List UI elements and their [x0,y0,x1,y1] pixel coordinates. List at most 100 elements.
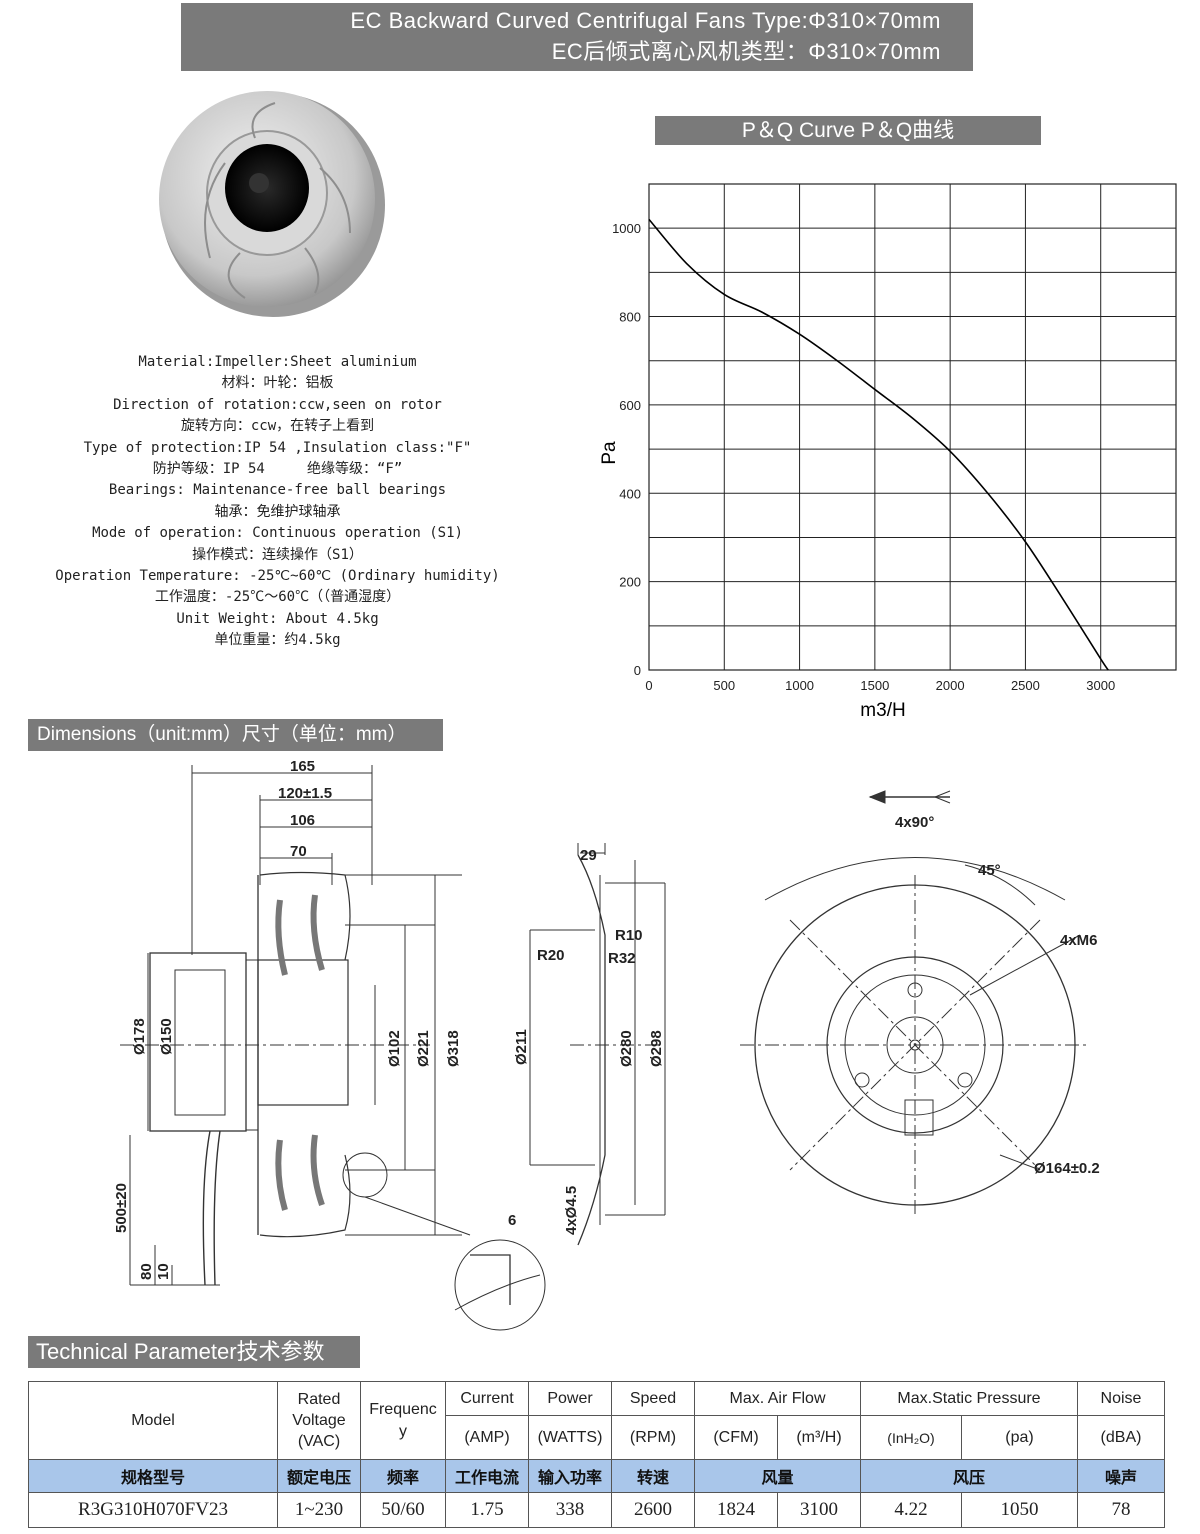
value-voltage: 1~230 [277,1492,361,1528]
value-m3h: 3100 [777,1492,861,1528]
spec-line: Material:Impeller:Sheet aluminium [138,354,417,370]
y-axis-label: Pa [599,441,620,465]
table-chinese-header-row: 规格型号 额定电压 频率 工作电流 输入功率 转速 风量 风压 噪声 [28,1459,1165,1493]
dim-label-106: 106 [290,812,315,829]
dim-label-4xm6: 4xM6 [1060,932,1098,949]
x-tick-label: 2000 [936,678,965,693]
table-header-row: Model Rated Voltage (VAC) Frequenc y Cur… [28,1381,1165,1460]
dim-label-165: 165 [290,758,315,775]
dim-label-120: 120±1.5 [278,785,332,802]
dim-label-280: Ø280 [618,1030,635,1067]
x-tick-label: 2500 [1011,678,1040,693]
unit-power: (WATTS) [528,1415,612,1460]
cn-voltage: 额定电压 [277,1459,361,1493]
dim-label-70: 70 [290,843,307,860]
pq-curve-title-bar: P＆Q Curve P＆Q曲线 [655,116,1041,145]
header-power: Power [528,1381,612,1416]
dim-label-318: Ø318 [445,1030,462,1067]
y-tick-label: 600 [619,398,641,413]
cn-frequency: 频率 [360,1459,446,1493]
dim-label-10: 10 [155,1263,172,1280]
cn-power: 输入功率 [528,1459,612,1493]
spec-line: Direction of rotation:ccw,seen on rotor [113,396,442,413]
pq-curve-line [648,218,1109,671]
y-tick-label: 800 [619,310,641,325]
chart-grid [648,183,1177,671]
unit-m3h: (m³/H) [777,1415,861,1460]
unit-current: (AMP) [445,1415,529,1460]
profile-view-drawing [529,843,666,1246]
technical-parameter-table: Model Rated Voltage (VAC) Frequenc y Cur… [28,1381,1165,1528]
spec-line: 操作模式：连续操作（S1） [192,546,363,563]
cn-speed: 转速 [611,1459,695,1493]
dim-label-r10: R10 [615,927,643,944]
value-power: 338 [528,1492,612,1528]
header-speed: Speed [611,1381,695,1416]
spec-line: 轴承：免维护球轴承 [214,503,341,520]
dim-label-221: Ø221 [415,1030,432,1067]
unit-cfm: (CFM) [694,1415,778,1460]
cn-pressure: 风压 [860,1459,1078,1493]
dim-label-45: 45° [978,862,1001,879]
specification-list: Material:Impeller:Sheet aluminium 材料：叶轮：… [30,352,525,652]
x-axis-label: m3/H [860,700,905,721]
dim-label-4x90: 4x90° [895,814,934,831]
technical-parameter-title: Technical Parameter技术参数 [36,1339,325,1364]
cn-airflow: 风量 [694,1459,861,1493]
value-pa: 1050 [961,1492,1078,1528]
dimensions-title-bar: Dimensions（unit:mm）尺寸（单位：mm） [28,719,443,751]
dim-label-211: Ø211 [513,1029,530,1065]
value-cfm: 1824 [694,1492,778,1528]
dim-label-6: 6 [508,1212,516,1229]
spec-line: Bearings: Maintenance-free ball bearings [108,482,447,499]
header-pressure: Max.Static Pressure [860,1381,1078,1416]
cn-noise: 噪声 [1077,1459,1165,1493]
dim-label-102: Ø102 [386,1030,403,1067]
title-banner: EC Backward Curved Centrifugal Fans Type… [181,3,973,71]
front-view-drawing [740,790,1090,1215]
x-tick-label: 1500 [860,678,889,693]
unit-inh2o: (InH₂O) [860,1415,962,1460]
unit-pa: (pa) [961,1415,1078,1460]
side-view-drawing [120,765,546,1331]
cn-current: 工作电流 [445,1459,529,1493]
table-row: R3G310H070FV23 1~230 50/60 1.75 338 2600… [28,1492,1165,1528]
x-tick-label: 0 [645,678,652,693]
plot-frame [648,183,1177,671]
spec-line: 工作温度：-25℃～60℃（（普通湿度） [154,589,401,606]
dim-label-29: 29 [580,847,597,864]
header-frequency: Frequenc y [360,1381,446,1460]
value-model: R3G310H070FV23 [28,1492,278,1528]
dim-label-500: 500±20 [113,1183,130,1233]
dim-label-r32: R32 [608,950,636,967]
header-voltage: Rated Voltage (VAC) [277,1381,361,1460]
dim-label-164: Ø164±0.2 [1034,1160,1100,1177]
spec-line: 单位重量：约4.5kg [214,632,341,649]
dimensions-title: Dimensions（unit:mm）尺寸（单位：mm） [37,724,407,745]
y-tick-label: 200 [619,575,641,590]
pq-curve-title: P＆Q Curve P＆Q曲线 [741,119,955,142]
value-speed: 2600 [611,1492,695,1528]
spec-line: Unit Weight: About 4.5kg [176,610,379,627]
cn-model: 规格型号 [28,1459,278,1493]
title-chinese: EC后倾式离心风机类型：Φ310×70mm [551,39,941,64]
x-tick-label: 3000 [1086,678,1115,693]
dim-label-178: Ø178 [131,1018,148,1055]
dim-label-80: 80 [138,1263,155,1280]
fan-image [159,91,385,317]
header-noise: Noise [1077,1381,1165,1416]
header-current: Current [445,1381,529,1416]
unit-speed: (RPM) [611,1415,695,1460]
technical-parameter-title-bar: Technical Parameter技术参数 [28,1336,360,1368]
title-english: EC Backward Curved Centrifugal Fans Type… [350,8,941,33]
y-tick-label: 400 [619,486,641,501]
spec-line: 旋转方向：ccw，在转子上看到 [180,418,375,435]
spec-line: 防护等级：IP 54 绝缘等级：“F” [152,461,403,478]
dim-label-150: Ø150 [158,1018,175,1055]
value-frequency: 50/60 [360,1492,446,1528]
x-tick-label: 500 [713,678,735,693]
value-current: 1.75 [445,1492,529,1528]
